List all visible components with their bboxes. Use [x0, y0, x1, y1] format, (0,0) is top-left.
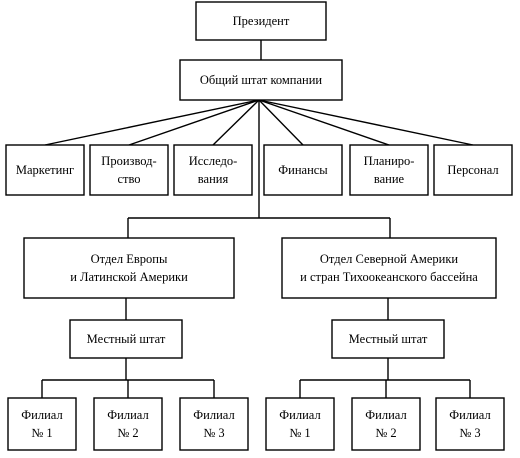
node-box: [195, 1, 327, 41]
node-box: [351, 397, 421, 451]
node-label: Местный штат: [349, 332, 428, 346]
node-box: [173, 144, 253, 196]
node-label: Планиро-: [364, 154, 415, 168]
node-staff: Общий штат компании: [179, 59, 343, 101]
node-eu-b1: Филиал № 1: [7, 397, 77, 451]
node-eu-b3: Филиал № 3: [179, 397, 249, 451]
node-label: и стран Тихоокеанского бассейна: [300, 270, 478, 284]
node-box: [265, 397, 335, 451]
node-box: [263, 144, 343, 196]
node-marketing: Маркетинг: [5, 144, 85, 196]
node-box: [23, 237, 235, 299]
node-label: Филиал: [365, 408, 406, 422]
node-box: [433, 144, 513, 196]
node-label: Филиал: [193, 408, 234, 422]
node-label: Производ-: [101, 154, 156, 168]
node-box: [349, 144, 429, 196]
node-box: [7, 397, 77, 451]
node-eu-b2: Филиал № 2: [93, 397, 163, 451]
node-label: ство: [117, 172, 140, 186]
node-label: Отдел Европы: [91, 252, 168, 266]
node-production: Производ-ство: [89, 144, 169, 196]
node-box: [435, 397, 505, 451]
node-planning: Планиро-вание: [349, 144, 429, 196]
connectors: [41, 40, 474, 398]
node-finance: Финансы: [263, 144, 343, 196]
node-label: Филиал: [21, 408, 62, 422]
node-label: № 3: [459, 426, 480, 440]
connector-staff-finance: [258, 99, 304, 146]
node-president: Президент: [195, 1, 327, 41]
node-label: № 2: [375, 426, 396, 440]
node-label: Местный штат: [87, 332, 166, 346]
node-label: Персонал: [447, 163, 498, 177]
connector-staff-planning: [258, 99, 390, 146]
node-box: [179, 59, 343, 101]
node-label: Финансы: [278, 163, 328, 177]
node-label: вание: [374, 172, 405, 186]
node-na-b3: Филиал № 3: [435, 397, 505, 451]
node-na-b1: Филиал № 1: [265, 397, 335, 451]
node-label: № 2: [117, 426, 138, 440]
node-box: [331, 319, 445, 359]
node-box: [281, 237, 497, 299]
node-label: вания: [198, 172, 229, 186]
node-local-eu: Местный штат: [69, 319, 183, 359]
node-label: Филиал: [279, 408, 320, 422]
node-europe: Отдел Европы и Латинской Америки: [23, 237, 235, 299]
connector-staff-research: [212, 99, 260, 146]
connector-staff-marketing: [44, 99, 260, 146]
node-label: Маркетинг: [16, 163, 74, 177]
node-personnel: Персонал: [433, 144, 513, 196]
node-namerica: Отдел Северной Америки и стран Тихоокеанс…: [281, 237, 497, 299]
node-na-b2: Филиал № 2: [351, 397, 421, 451]
node-box: [93, 397, 163, 451]
connector-staff-personnel: [258, 99, 474, 146]
node-research: Исследо-вания: [173, 144, 253, 196]
node-label: № 1: [31, 426, 52, 440]
node-label: Президент: [233, 14, 290, 28]
node-label: № 1: [289, 426, 310, 440]
node-label: Отдел Северной Америки: [320, 252, 459, 266]
node-label: Общий штат компании: [200, 73, 323, 87]
node-local-na: Местный штат: [331, 319, 445, 359]
node-box: [179, 397, 249, 451]
node-box: [89, 144, 169, 196]
node-box: [69, 319, 183, 359]
node-box: [5, 144, 85, 196]
node-label: Исследо-: [189, 154, 238, 168]
node-label: Филиал: [449, 408, 490, 422]
node-label: и Латинской Америки: [70, 270, 188, 284]
connector-staff-production: [128, 99, 260, 146]
node-label: Филиал: [107, 408, 148, 422]
node-label: № 3: [203, 426, 224, 440]
